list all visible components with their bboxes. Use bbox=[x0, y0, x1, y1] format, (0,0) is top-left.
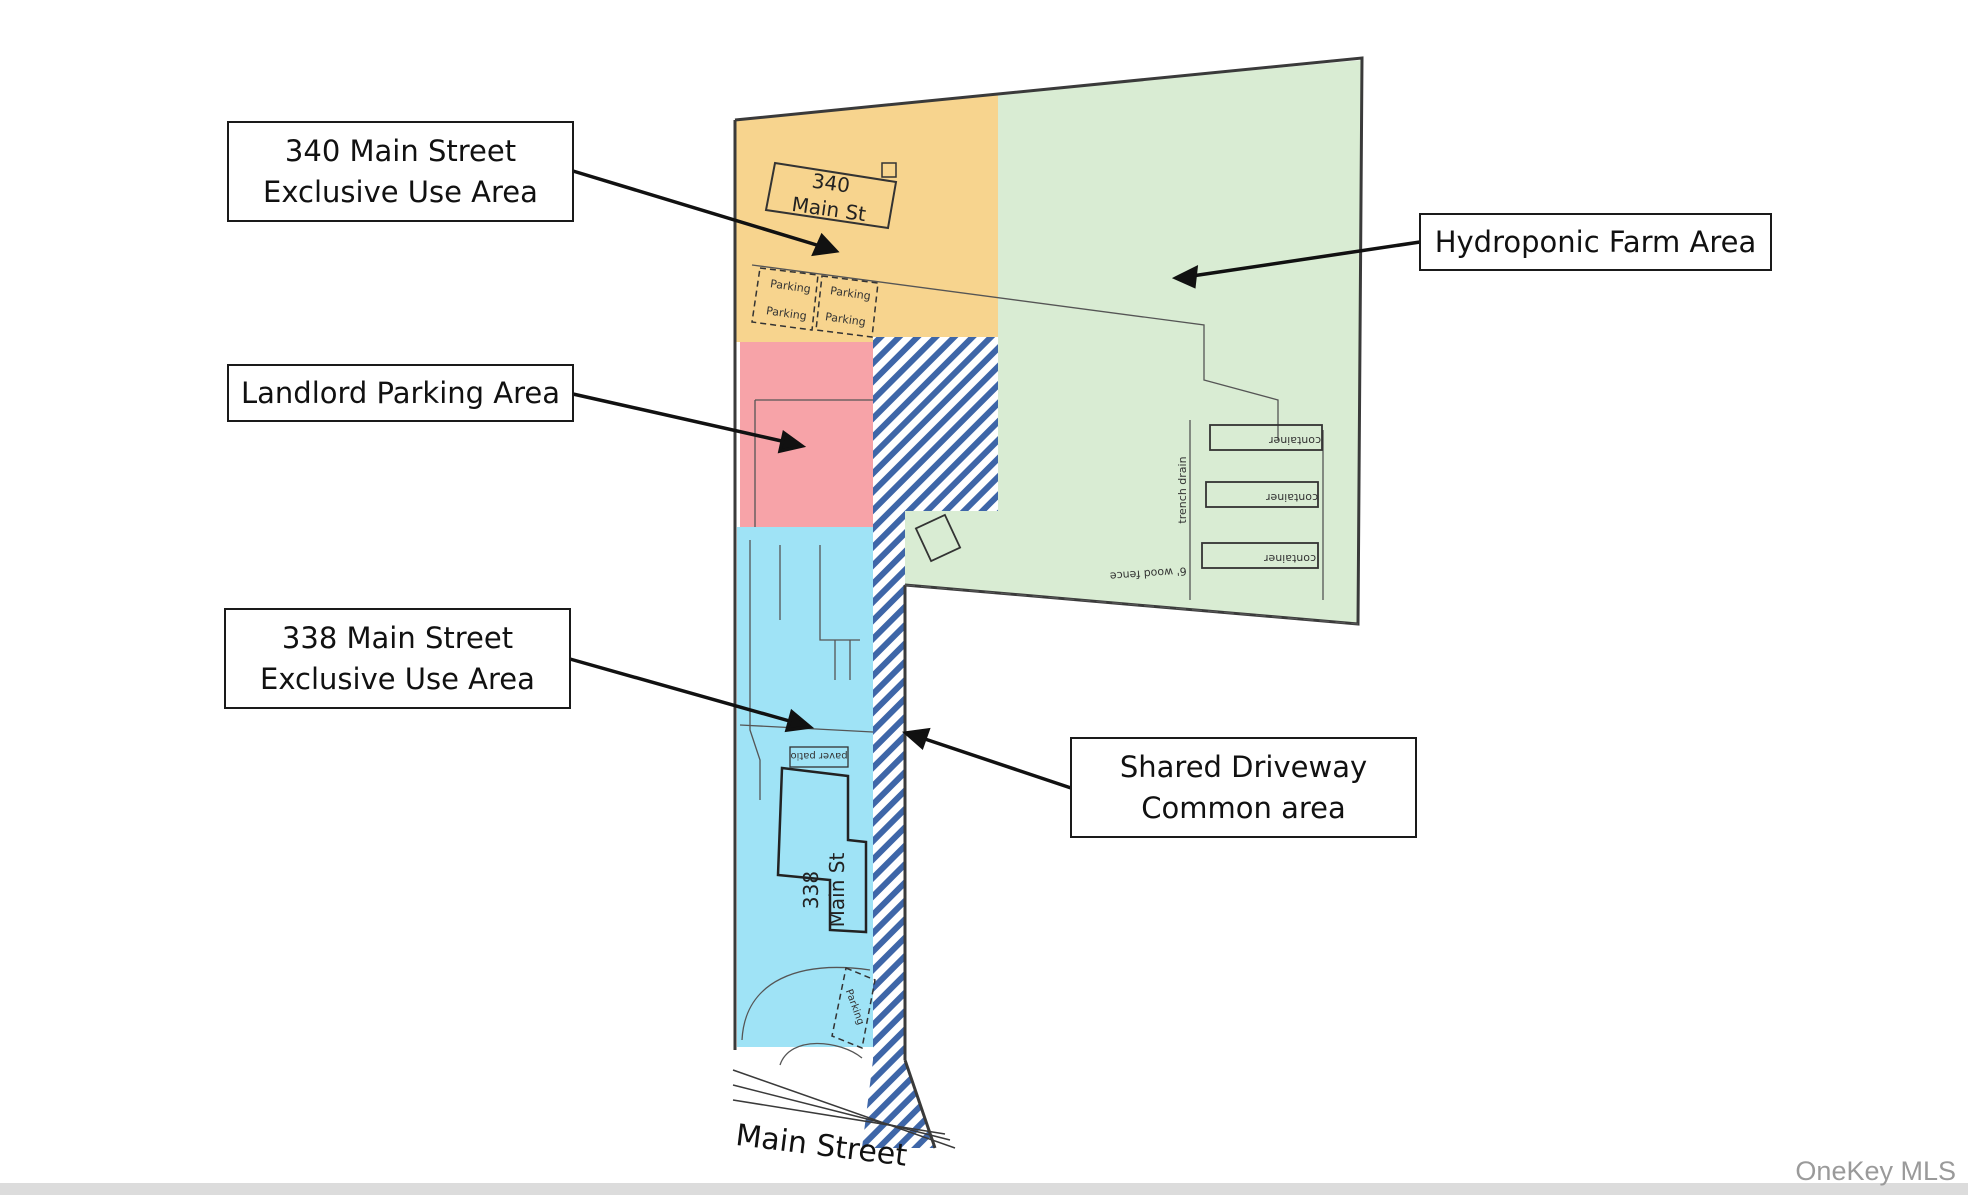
exclusive-340-zone bbox=[735, 94, 998, 342]
callout-340-line2: Exclusive Use Area bbox=[263, 174, 538, 209]
building-338-label-street: Main St bbox=[825, 853, 849, 928]
callout-340-exclusive-use: 340 Main Street Exclusive Use Area bbox=[227, 121, 574, 222]
callout-driveway-line1: Shared Driveway bbox=[1119, 749, 1368, 784]
wood-fence-label: 6' wood fence bbox=[1109, 564, 1187, 582]
callout-shared-driveway: Shared Driveway Common area bbox=[1070, 737, 1417, 838]
callout-hydroponic-line1: Hydroponic Farm Area bbox=[1434, 224, 1757, 259]
watermark: OneKey MLS bbox=[1795, 1156, 1956, 1186]
hydroponic-farm-zone bbox=[905, 60, 1362, 624]
containers bbox=[1201, 424, 1323, 569]
callout-338-line1: 338 Main Street bbox=[281, 620, 514, 655]
callout-340-line1: 340 Main Street bbox=[284, 133, 517, 168]
container-label-2: container bbox=[1265, 491, 1318, 504]
parking-label-4: Parking bbox=[824, 310, 866, 329]
exclusive-338-zone bbox=[737, 527, 873, 1047]
building-338-label-number: 338 bbox=[799, 871, 823, 909]
callout-338-exclusive-use: 338 Main Street Exclusive Use Area bbox=[224, 608, 571, 709]
callout-hydroponic-farm: Hydroponic Farm Area bbox=[1419, 213, 1772, 271]
parking-stall-338 bbox=[831, 966, 876, 1050]
parking-label-3: Parking bbox=[829, 284, 871, 303]
container-label-3: container bbox=[1263, 552, 1316, 565]
paver-patio-label: paver patio bbox=[790, 750, 847, 761]
callout-landlord-line1: Landlord Parking Area bbox=[240, 375, 561, 410]
shed-structure bbox=[914, 513, 962, 563]
trench-drain-label: trench drain bbox=[1176, 456, 1189, 523]
callout-landlord-parking: Landlord Parking Area bbox=[227, 364, 574, 422]
callout-338-line2: Exclusive Use Area bbox=[260, 661, 535, 696]
parking-stalls-340 bbox=[751, 267, 879, 338]
building-340-label-number: 340 bbox=[810, 169, 851, 198]
callout-driveway-line2: Common area bbox=[1141, 790, 1346, 825]
container-label-1: container bbox=[1268, 434, 1321, 447]
parking-label-2: Parking bbox=[765, 304, 807, 323]
shared-driveway-zone bbox=[862, 337, 998, 1148]
building-338: 338 Main St bbox=[776, 746, 868, 934]
landlord-parking-zone bbox=[740, 342, 873, 527]
bottom-bar bbox=[0, 1183, 1968, 1195]
parking-label-1: Parking bbox=[769, 277, 811, 296]
callout-arrows bbox=[569, 169, 1421, 790]
